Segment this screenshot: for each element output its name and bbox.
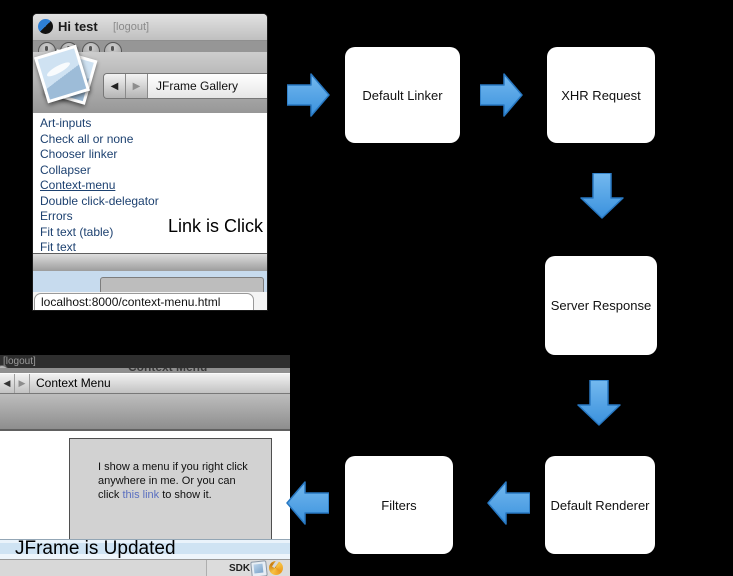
arrow-right-icon (287, 73, 330, 117)
gallery-link[interactable]: Check all or none (40, 131, 134, 146)
page-content: I show a menu if you right click anywher… (0, 431, 290, 548)
title-bar: Hi test [logout] (33, 14, 267, 41)
title-bar: [logout] (0, 355, 290, 368)
toolbar-button-icon[interactable] (104, 42, 122, 52)
nav-title-label: Context Menu (36, 376, 111, 390)
demo-text: I show a menu if you right click anywher… (98, 460, 254, 502)
gallery-link[interactable]: Errors (40, 209, 73, 223)
app-photo-icon[interactable] (250, 560, 268, 576)
info-bar (33, 271, 267, 295)
gallery-link[interactable]: Fit text (40, 240, 77, 253)
demo-text-after: to show it. (159, 489, 212, 501)
forward-button[interactable]: ▶ (15, 374, 30, 393)
arrow-down-icon (580, 173, 624, 219)
gallery-link[interactable]: Context-menu (40, 178, 116, 192)
gallery-link[interactable]: Art-inputs (40, 116, 92, 130)
photo-gallery-icon (33, 44, 100, 114)
annotation-jframe-updated: JFrame is Updated (15, 538, 176, 559)
flow-box-default-renderer: Default Renderer (545, 456, 655, 554)
arrow-down-icon (577, 380, 621, 426)
info-bar (0, 539, 290, 559)
this-link[interactable]: this link (122, 489, 160, 501)
gallery-link[interactable]: Fit text (table) (40, 224, 114, 239)
arrow-left-icon (487, 481, 530, 525)
browser-toolbar: ◀ ▶ JFrame Gallery (33, 44, 267, 113)
browser-window-bottom: [logout] Context Menu ◀ ▶ Context Menu I… (0, 355, 290, 576)
arrow-left-icon (286, 481, 329, 525)
status-bar: localhost:8000/context-menu.html (33, 292, 267, 310)
logout-link[interactable]: [logout] (3, 356, 36, 367)
status-bar-right: SDK (206, 560, 290, 576)
site-logo-icon (38, 19, 53, 34)
swirl-logo-icon[interactable] (269, 561, 283, 575)
context-menu-demo-box[interactable]: I show a menu if you right click anywher… (69, 438, 272, 548)
clipped-window-title: Context Menu (0, 368, 290, 373)
gallery-link[interactable]: Collapser (40, 162, 91, 177)
gallery-link[interactable]: Double click-delegator (40, 193, 159, 208)
status-bar: SDK (0, 559, 290, 576)
flow-box-default-linker: Default Linker (345, 47, 460, 143)
arrow-right-icon (480, 73, 523, 117)
navigation-group: ◀ ▶ JFrame Gallery (103, 73, 267, 99)
page-title: Hi test (58, 19, 98, 34)
sdk-label: SDK (229, 563, 251, 574)
back-button[interactable]: ◀ (104, 74, 126, 98)
nav-title-field[interactable]: JFrame Gallery (148, 74, 267, 98)
forward-button[interactable]: ▶ (126, 74, 148, 98)
browser-window-top: Hi test [logout] ◀ ▶ JFrame Gallery Art-… (33, 14, 267, 310)
status-url-tooltip: localhost:8000/context-menu.html (34, 293, 254, 310)
toolbar-area (0, 394, 290, 431)
demo-text-before: I show a menu if you right click anywher… (98, 461, 248, 501)
gallery-link[interactable]: Chooser linker (40, 147, 118, 161)
flow-box-server-response: Server Response (545, 256, 657, 355)
flow-box-filters: Filters (345, 456, 453, 554)
horizontal-scrollbar[interactable] (33, 253, 267, 271)
back-button[interactable]: ◀ (0, 374, 15, 393)
logout-link[interactable]: [logout] (113, 21, 150, 33)
navigation-bar: ◀ ▶ Context Menu (0, 373, 290, 394)
flow-box-xhr-request: XHR Request (547, 47, 655, 143)
annotation-link-clicked: Link is Click (168, 216, 264, 236)
